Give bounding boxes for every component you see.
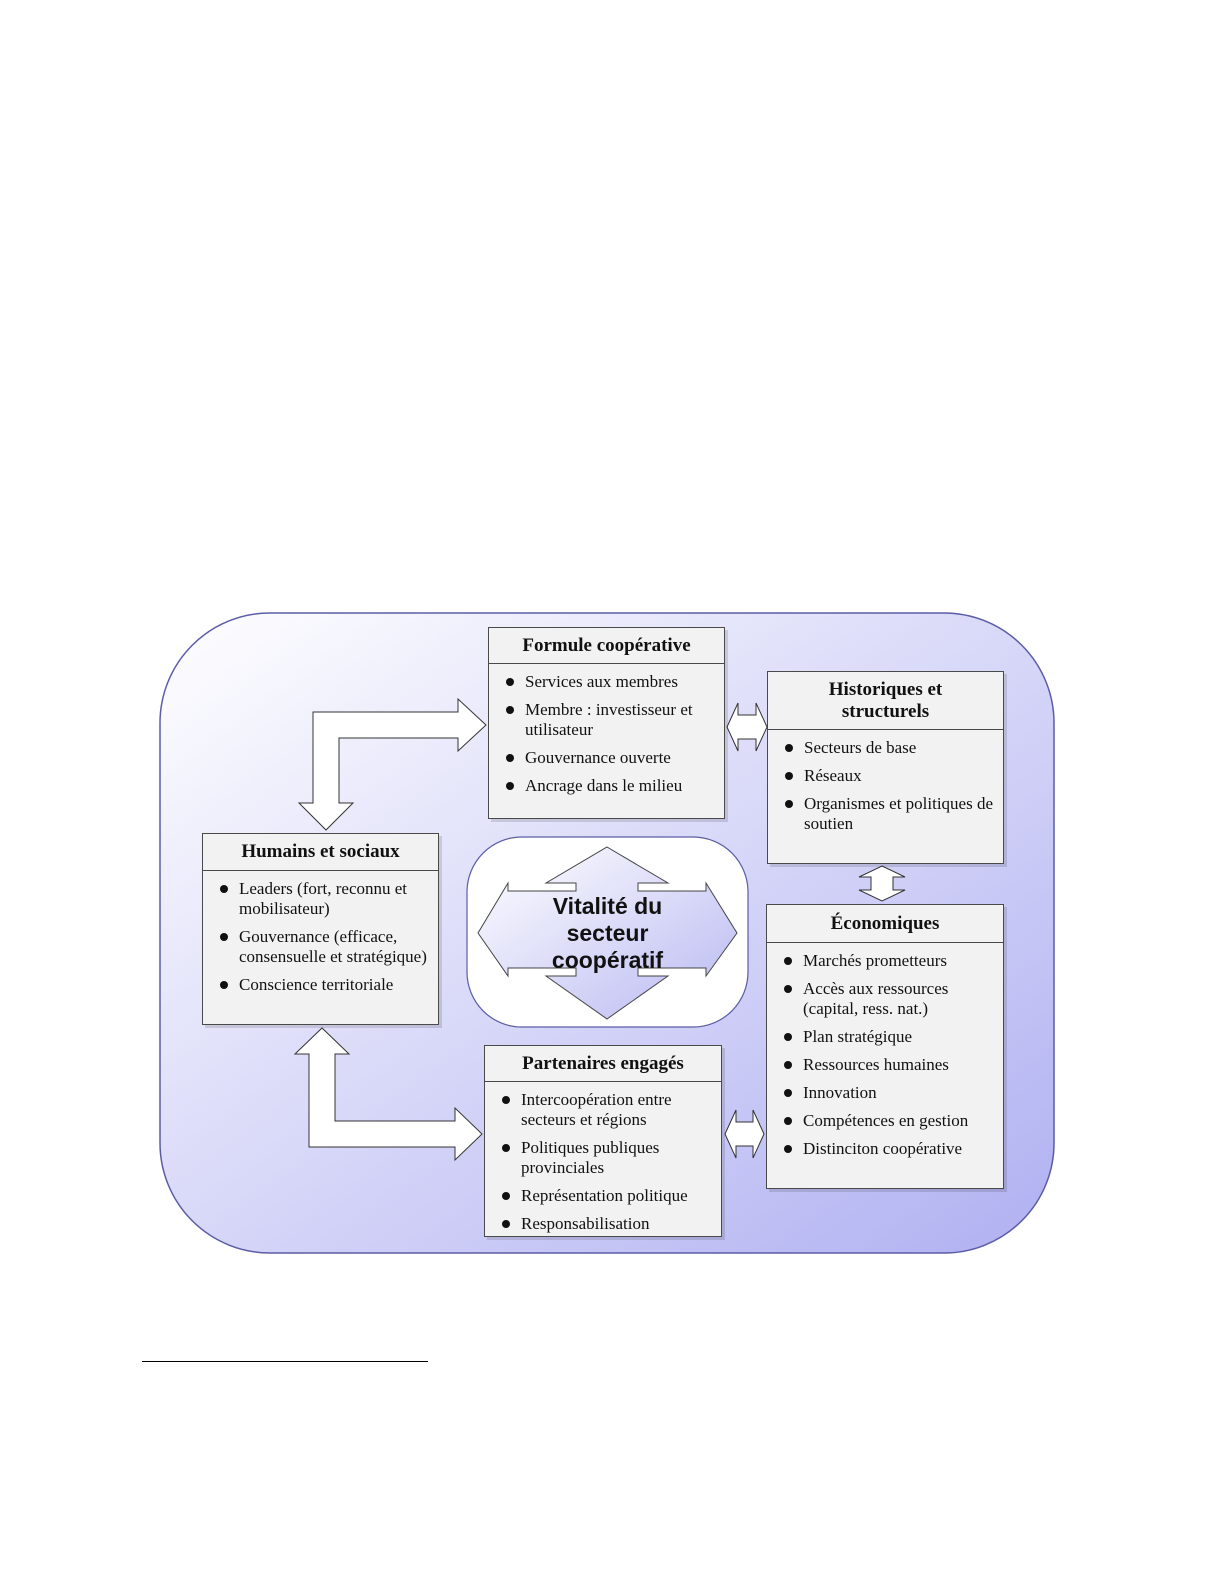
list-item: Leaders (fort, reconnu et mobilisateur) [203,879,430,919]
double-arrow-historiques-economiques [858,865,906,902]
bullet-list: Marchés prometteurs Accès aux ressources… [767,951,1003,1159]
list-item: Intercoopération entre secteurs et régio… [485,1090,713,1130]
box-humains-sociaux: Humains et sociaux Leaders (fort, reconn… [202,833,439,1025]
box-title: Formule coopérative [489,628,724,664]
list-item: Services aux membres [489,672,716,692]
list-item: Ressources humaines [767,1055,995,1075]
box-title: Partenaires engagés [485,1046,721,1082]
list-item: Innovation [767,1083,995,1103]
footnote-separator [142,1361,428,1362]
list-item: Politiques publiques provinciales [485,1138,713,1178]
box-formule-cooperative: Formule coopérative Services aux membres… [488,627,725,819]
bullet-list: Leaders (fort, reconnu et mobilisateur) … [203,879,438,995]
box-title: Humains et sociaux [203,834,438,871]
box-partenaires-engages: Partenaires engagés Intercoopération ent… [484,1045,722,1237]
bullet-list: Secteurs de base Réseaux Organismes et p… [768,738,1003,834]
list-item: Marchés prometteurs [767,951,995,971]
list-item: Compétences en gestion [767,1111,995,1131]
list-item: Secteurs de base [768,738,995,758]
list-item: Gouvernance ouverte [489,748,716,768]
list-item: Responsabilisation [485,1214,713,1234]
list-item: Gouvernance (efficace, consensuelle et s… [203,927,430,967]
list-item: Ancrage dans le milieu [489,776,716,796]
box-historiques-structurels: Historiques et structurels Secteurs de b… [767,671,1004,864]
central-four-way-arrow [477,846,738,1020]
list-item: Organismes et politiques de soutien [768,794,995,834]
elbow-arrow-humains-to-partenaires [293,1027,483,1162]
box-title: Historiques et structurels [768,672,1003,730]
bullet-list: Intercoopération entre secteurs et régio… [485,1090,721,1234]
elbow-arrow-humains-to-formule [297,697,487,831]
box-economiques: Économiques Marchés prometteurs Accès au… [766,904,1004,1189]
list-item: Réseaux [768,766,995,786]
list-item: Conscience territoriale [203,975,430,995]
list-item: Plan stratégique [767,1027,995,1047]
list-item: Représentation politique [485,1186,713,1206]
box-title: Économiques [767,905,1003,943]
list-item: Distinciton coopérative [767,1139,995,1159]
double-arrow-partenaires-economiques [724,1109,765,1159]
list-item: Membre : investisseur et utilisateur [489,700,716,740]
bullet-list: Services aux membres Membre : investisse… [489,672,724,796]
center-title: Vitalité du secteur coopératif [551,893,664,973]
list-item: Accès aux ressources (capital, ress. nat… [767,979,995,1019]
